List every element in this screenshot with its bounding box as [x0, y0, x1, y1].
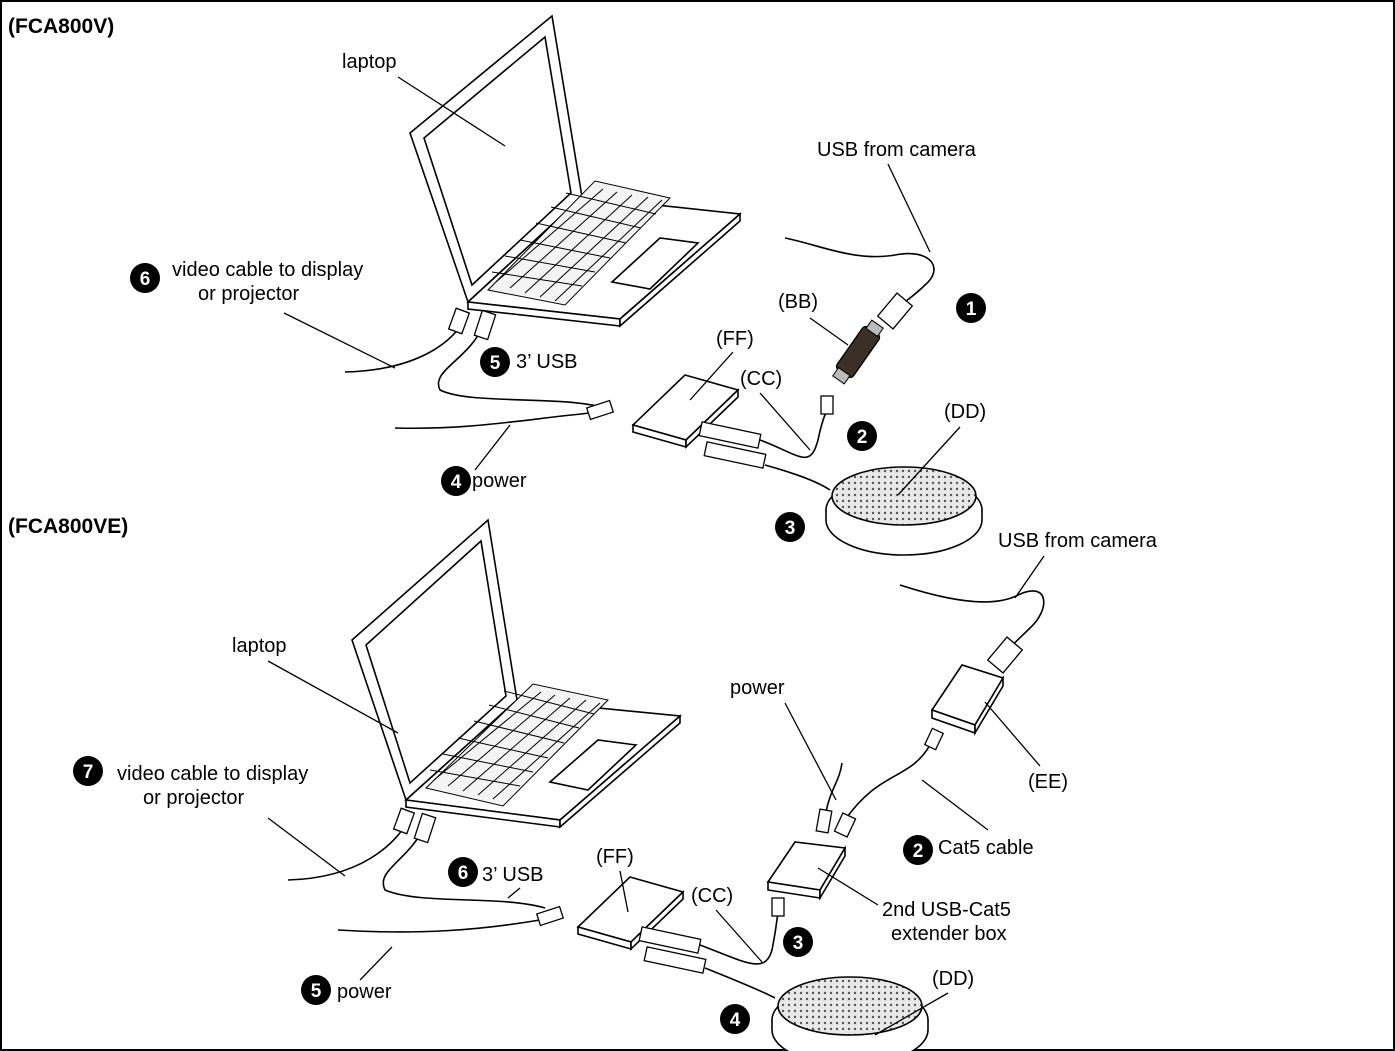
usb-camera-plug	[878, 293, 913, 329]
bb-label: (BB)	[778, 291, 818, 313]
speakerphone-dd	[772, 977, 928, 1051]
video-cable	[288, 818, 410, 880]
speakerphone-dd	[826, 467, 982, 555]
cc-label: (CC)	[691, 885, 733, 907]
section-fca800ve: (FCA800VE) laptop 7 video cable to displ…	[8, 515, 1158, 1051]
ff-label: (FF)	[716, 328, 754, 350]
badge-5-number: 5	[490, 353, 501, 374]
power-label: power	[472, 470, 527, 492]
video-cable-label-line2: or projector	[143, 787, 244, 809]
badge-3-number: 3	[793, 933, 804, 954]
bb-leader	[810, 318, 848, 345]
usb-camera-label: USB from camera	[817, 139, 977, 161]
badge-6-number: 6	[140, 269, 151, 290]
cc-label: (CC)	[740, 368, 782, 390]
cat5-plug-upper	[925, 728, 943, 749]
video-cable-leader	[284, 313, 395, 368]
badge-5-number: 5	[311, 981, 322, 1002]
ee-label: (EE)	[1028, 771, 1068, 793]
power-label: power	[337, 981, 392, 1003]
extender-power-cable	[826, 763, 842, 812]
extender-power-plug	[816, 809, 832, 833]
cat5-cable	[845, 745, 930, 820]
power-plug	[537, 907, 564, 926]
extender-label-line2: extender box	[891, 923, 1007, 945]
laptop-label: laptop	[232, 635, 287, 657]
video-cable-label-line1: video cable to display	[172, 259, 363, 281]
usb-camera-cable	[900, 585, 1044, 650]
cc-cable	[760, 410, 827, 457]
badge-2-number: 2	[913, 841, 924, 862]
ff-label: (FF)	[596, 846, 634, 868]
badge-7-number: 7	[83, 762, 94, 783]
power-cable	[395, 413, 590, 428]
usb-camera-leader	[888, 164, 930, 252]
video-cable-label-line2: or projector	[198, 283, 299, 305]
extender-power-leader	[785, 703, 836, 800]
laptop-image	[352, 520, 680, 827]
power-plug	[587, 401, 614, 420]
dd-cable	[765, 465, 830, 490]
video-cable	[345, 318, 465, 372]
usb-3ft-label: 3’ USB	[516, 351, 578, 373]
badge-6-number: 6	[458, 863, 469, 884]
dd-cable	[705, 968, 775, 998]
usb-3ft-plug	[414, 813, 435, 842]
extender-label-line1: 2nd USB-Cat5	[882, 899, 1011, 921]
usb-3ft-label: 3’ USB	[482, 864, 544, 886]
usb-camera-label: USB from camera	[998, 530, 1158, 552]
adapter-bb	[830, 318, 885, 385]
badge-4-number: 4	[451, 472, 462, 493]
video-connector	[449, 308, 470, 333]
extender-box-ee	[932, 665, 1003, 733]
extender-power-label: power	[730, 677, 785, 699]
cc-leader	[760, 393, 810, 450]
badge-1-number: 1	[966, 299, 977, 320]
dd-label: (DD)	[932, 968, 974, 990]
section-title: (FCA800VE)	[8, 515, 128, 538]
cc-connector	[772, 898, 784, 916]
video-cable-label-line1: video cable to display	[117, 763, 308, 785]
usb-3ft-plug	[474, 310, 495, 339]
laptop-image	[410, 16, 740, 326]
usb-camera-plug	[988, 637, 1023, 673]
cc-cable	[700, 912, 778, 964]
dd-label: (DD)	[944, 401, 986, 423]
video-cable-leader	[268, 818, 345, 876]
video-connector	[394, 808, 415, 833]
power-cable	[338, 920, 540, 932]
cat5-label: Cat5 cable	[938, 837, 1034, 859]
section-title: (FCA800V)	[8, 15, 114, 38]
cat5-plug-lower	[834, 813, 855, 837]
laptop-label: laptop	[342, 51, 397, 73]
badge-4-number: 4	[730, 1010, 741, 1031]
badge-3-number: 3	[785, 518, 796, 539]
badge-2-number: 2	[857, 427, 868, 448]
ee-leader	[985, 702, 1040, 766]
extender-box-2	[768, 842, 845, 898]
cc-connector	[821, 396, 833, 414]
section-fca800v: (FCA800V) laptop 6 video cable to displa…	[8, 15, 986, 555]
